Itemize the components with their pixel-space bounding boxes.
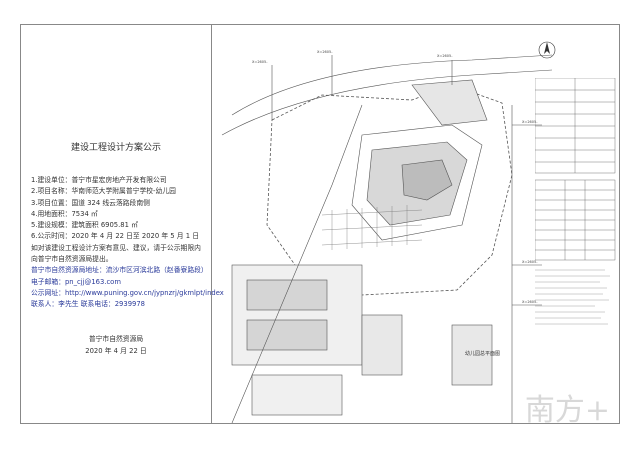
notice-line: 4.用地面积：7534 ㎡	[31, 209, 98, 218]
url-link[interactable]: http://www.puning.gov.cn/jypnzrj/gkmlpt/…	[64, 288, 224, 297]
email-link[interactable]: pn_cjj@163.com	[64, 277, 121, 286]
notice-date: 2020 年 4 月 22 日	[85, 347, 147, 355]
site-plan-drawing: X=2605- X=2605- X=2605- X=2605- X=2605- …	[212, 25, 620, 424]
notice-line: 如对该建设工程设计方案有意见、建议，请于公示期限内	[31, 243, 201, 252]
svg-text:X=2605-: X=2605-	[522, 120, 538, 124]
notice-panel: 建设工程设计方案公示 1.建设单位：普宁市星宏房地产开发有限公司 2.项目名称：…	[21, 25, 224, 423]
drawing-caption: 幼儿园总平面图	[465, 351, 501, 357]
notice-body: 1.建设单位：普宁市星宏房地产开发有限公司 2.项目名称：华南师范大学附属普宁学…	[31, 175, 224, 311]
svg-text:X=2605-: X=2605-	[522, 260, 538, 264]
svg-text:X=2605-: X=2605-	[252, 60, 268, 64]
notice-line: 向普宁市自然资源局提出。	[31, 255, 113, 264]
notice-line: 5.建设规模：建筑面积 6905.81 ㎡	[31, 221, 138, 230]
notice-line: 联系人：李先生 联系电话：2939978	[31, 300, 145, 309]
watermark-logo: 南方+	[524, 393, 610, 428]
notice-line: 公示网址：http://www.puning.gov.cn/jypnzrj/gk…	[31, 288, 224, 299]
notice-line: 1.建设单位：普宁市星宏房地产开发有限公司	[31, 176, 167, 184]
document-frame: 建设工程设计方案公示 1.建设单位：普宁市星宏房地产开发有限公司 2.项目名称：…	[20, 24, 620, 424]
signer: 普宁市自然资源局	[88, 335, 144, 343]
drawing-legend	[534, 77, 618, 339]
north-arrow-icon	[538, 41, 556, 59]
notice-line: 电子邮箱：pn_cjj@163.com	[31, 277, 209, 288]
site-plan-svg: X=2605- X=2605- X=2605- X=2605- X=2605- …	[221, 41, 556, 424]
notice-line: 普宁市自然资源局地址：流沙市区河滨北路（赵番寮路段）	[31, 266, 208, 275]
svg-text:X=2605-: X=2605-	[437, 54, 453, 58]
legend-svg	[534, 77, 616, 325]
email-label: 电子邮箱：	[31, 277, 65, 286]
notice-line: 3.项目位置：国道 324 线云落路段南侧	[31, 198, 150, 207]
svg-text:X=2605-: X=2605-	[522, 300, 538, 304]
url-label: 公示网址：	[31, 288, 65, 297]
svg-text:X=2605-: X=2605-	[317, 50, 333, 54]
notice-line: 6.公示时间：2020 年 4 月 22 日至 2020 年 5 月 1 日	[31, 232, 200, 241]
notice-line: 2.项目名称：华南师范大学附属普宁学校-幼儿园	[31, 187, 176, 196]
notice-title: 建设工程设计方案公示	[70, 143, 161, 153]
